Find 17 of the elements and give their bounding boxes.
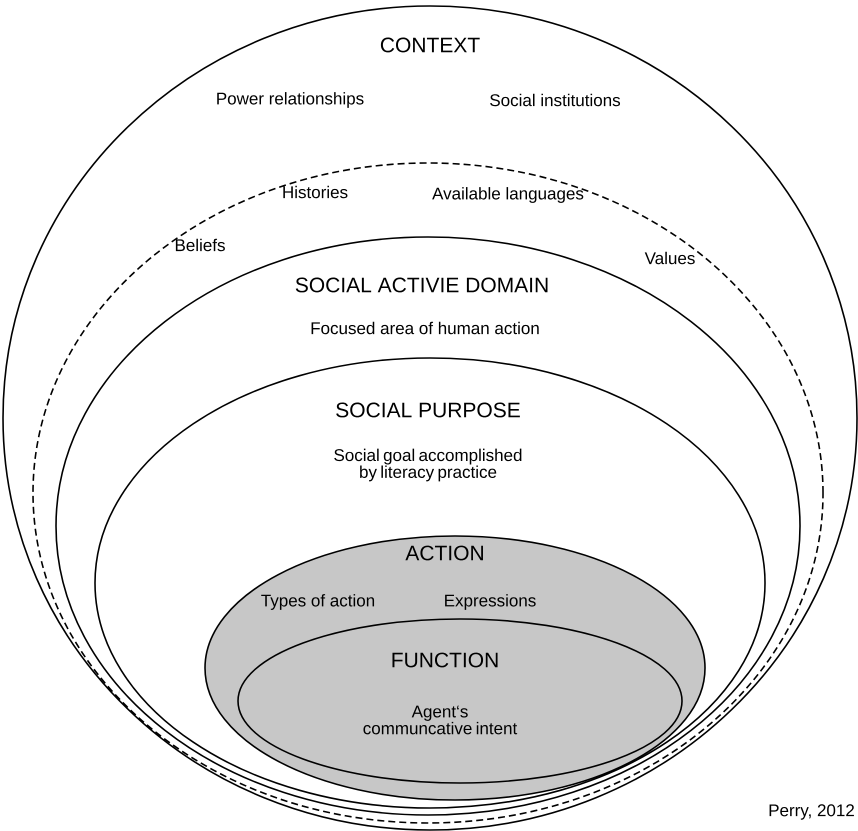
heading: CONTEXT — [380, 38, 480, 52]
heading: FUNCTION — [392, 652, 498, 668]
text-label: Focused area of human action — [312, 322, 539, 334]
heading: ACTION — [405, 546, 483, 560]
text-label: Beliefs — [176, 238, 225, 252]
text-label: Expressions — [445, 594, 536, 610]
heading: SOCIAL PURPOSE — [336, 402, 520, 418]
text-label: Agent‘s communcative intent — [363, 706, 518, 734]
source-note: Perry, 2012 — [770, 804, 854, 820]
text-label: Values — [644, 252, 695, 264]
text-label: Social institutions — [490, 94, 620, 106]
text-label: Social goal accomplished by literacy practice — [334, 448, 522, 482]
text-label: Types of action — [261, 594, 374, 610]
text-label: Power relationships — [217, 92, 364, 108]
text-label: Histories — [283, 186, 348, 198]
text-label: Available languages — [432, 187, 584, 203]
heading: SOCIAL ACTIVIE DOMAIN — [296, 278, 548, 292]
